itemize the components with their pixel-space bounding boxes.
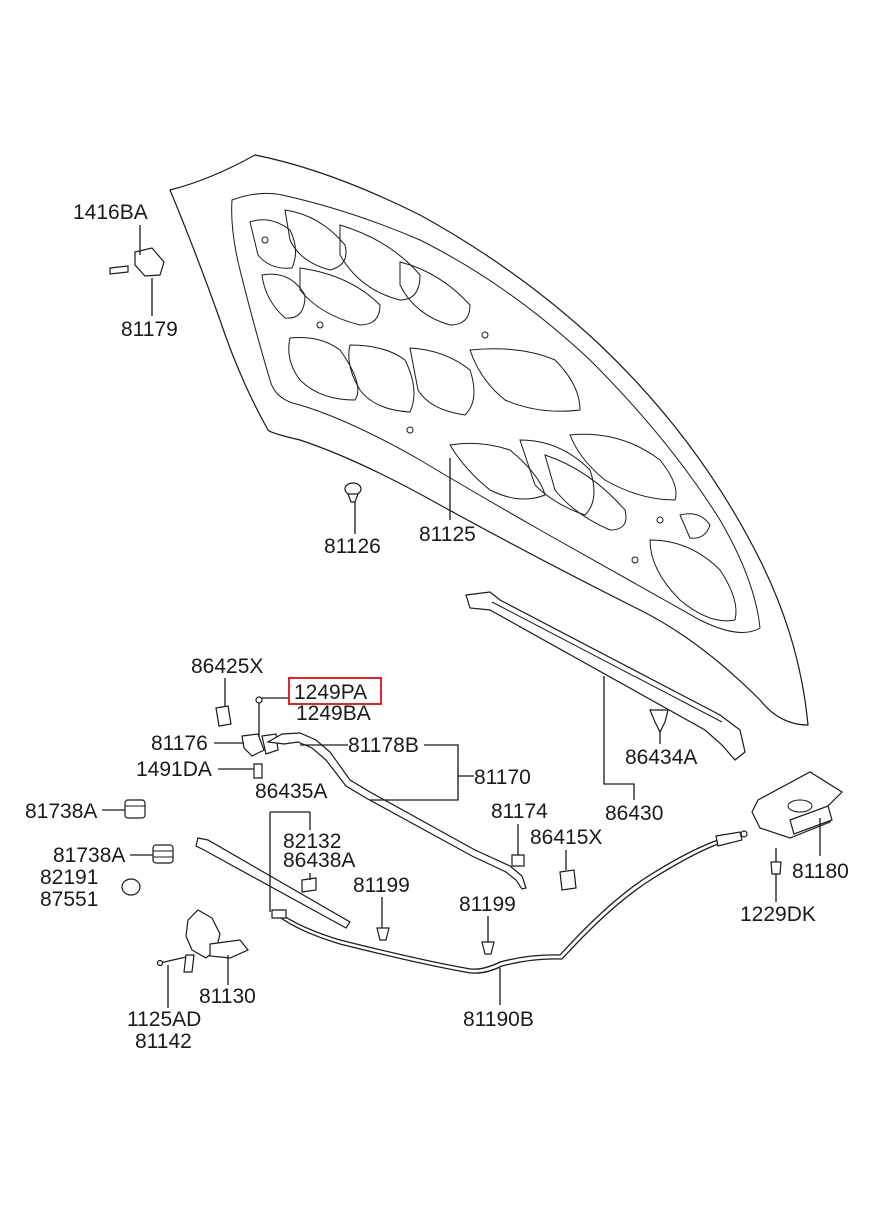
bumper-81126 [344,482,362,503]
clip-86415X [559,869,577,891]
label-81180[interactable]: 81180 [792,860,849,883]
bumper-81738A-top [124,799,146,819]
label-1416BA[interactable]: 1416BA [73,201,148,224]
label-86435A[interactable]: 86435A [255,780,327,803]
latch-81180 [751,771,843,839]
label-81125[interactable]: 81125 [419,523,476,546]
label-81738A-bottom[interactable]: 81738A [53,844,125,867]
label-81179[interactable]: 81179 [121,318,178,341]
clip-81174 [511,854,525,867]
highlight-box [288,677,382,705]
clip-86425X [215,705,232,727]
weatherstrip-86430 [465,591,746,761]
clip-81199-lower [481,941,495,955]
hinge-bracket-81179 [109,247,165,277]
label-81170[interactable]: 81170 [474,766,531,789]
clip-86438A [301,877,317,893]
label-81178B[interactable]: 81178B [348,734,419,757]
label-1491DA[interactable]: 1491DA [136,758,212,781]
label-86415X[interactable]: 86415X [530,826,602,849]
leader-lines [102,225,821,1008]
bolt-1229DK [770,848,782,892]
label-81199-upper[interactable]: 81199 [353,874,410,897]
label-81174[interactable]: 81174 [491,800,548,823]
bolt-1249PA [255,696,263,740]
hood-panel [169,154,809,726]
strip-86435A [195,837,351,929]
label-82132[interactable]: 82132 [283,830,341,853]
stay-holder-81176 [241,733,279,779]
label-81199-lower[interactable]: 81199 [459,893,516,916]
stay-rod-81170 [266,732,527,890]
label-81142[interactable]: 81142 [135,1030,192,1053]
bumper-81738A-bottom [152,844,174,864]
label-81126[interactable]: 81126 [324,535,381,558]
label-82191[interactable]: 82191 [40,866,98,889]
label-1125AD[interactable]: 1125AD [127,1008,201,1031]
label-81130[interactable]: 81130 [199,985,256,1008]
bumper-87551 [121,878,141,896]
label-81738A-top[interactable]: 81738A [25,800,97,823]
label-81176[interactable]: 81176 [151,732,208,755]
clip-81199-upper [376,927,390,941]
label-1229DK[interactable]: 1229DK [740,903,816,926]
label-86430[interactable]: 86430 [605,802,663,825]
release-lever-81130 [156,909,249,973]
label-86425X[interactable]: 86425X [191,655,263,678]
clip-86434A [649,709,669,734]
cable-81190B [271,830,748,974]
label-86434A[interactable]: 86434A [625,746,697,769]
label-87551[interactable]: 87551 [40,888,98,911]
label-86438A[interactable]: 86438A [283,849,355,872]
label-1249PA[interactable]: 1249PA [294,681,367,704]
label-1249BA[interactable]: 1249BA [296,702,371,725]
label-81190B[interactable]: 81190B [463,1008,534,1031]
